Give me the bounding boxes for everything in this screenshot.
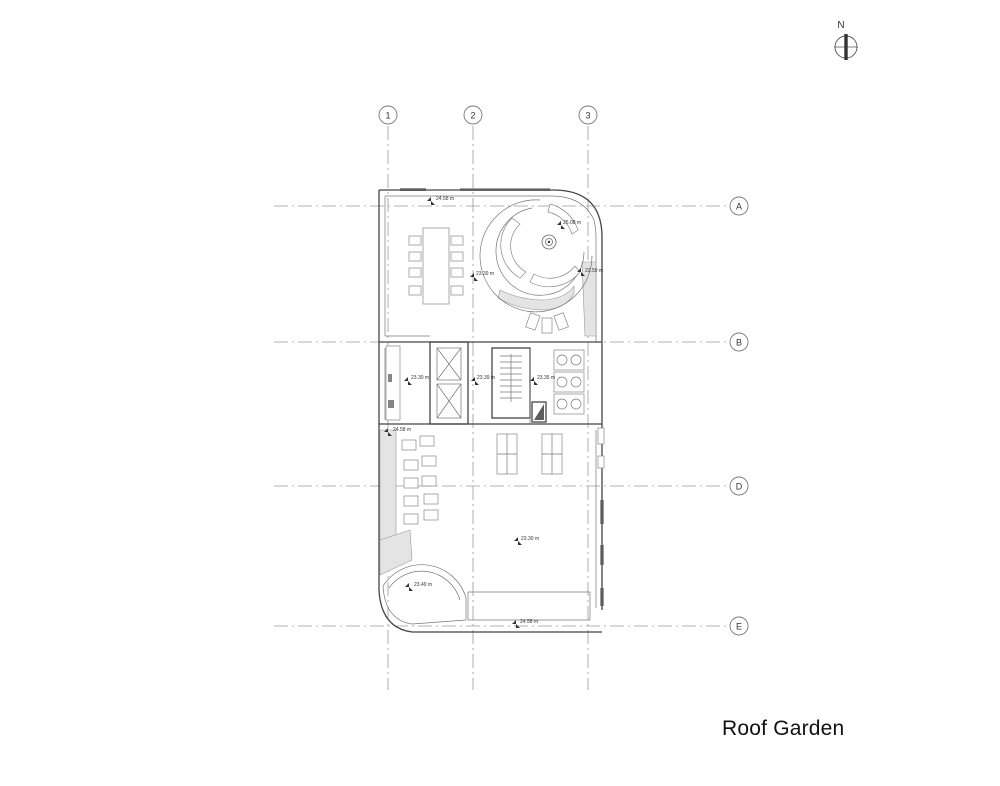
level-terrace-right-text: 22.50 m — [585, 268, 603, 274]
level-bottom-wall-text: 24.58 m — [520, 619, 538, 625]
planters — [379, 261, 597, 576]
grid-row-b-label: B — [736, 338, 742, 348]
round-garden — [382, 564, 467, 625]
dining-table — [408, 227, 464, 305]
level-marker-bottom-wall: 24.58 m — [512, 619, 538, 628]
grid-row-a-label: A — [736, 202, 742, 212]
north-arrow: N — [834, 20, 858, 60]
grid-row-d-label: D — [736, 482, 743, 492]
grid-bubble-row-a: A — [729, 196, 749, 216]
level-kitchen-text: 23.30 m — [411, 375, 429, 381]
level-marker-core-right: 23.35 m — [530, 375, 555, 385]
level-left-side-text: 24.58 m — [393, 427, 411, 433]
stair-treads — [500, 354, 522, 402]
level-marker-main-terrace: 23.30 m — [514, 536, 539, 545]
level-marker-left-side: 24.58 m — [384, 427, 411, 436]
level-marker-kitchen: 23.30 m — [404, 375, 429, 385]
grid-col-3-label: 3 — [585, 111, 590, 121]
level-marker-dining: 23.39 m — [470, 271, 494, 281]
level-top-wall-text: 24.58 m — [436, 196, 454, 202]
level-core-left-text: 23.39 m — [477, 375, 495, 381]
drawing-title: Roof Garden — [722, 717, 845, 740]
level-round-planter-text: 25.08 m — [563, 220, 581, 226]
equipment-units — [553, 349, 585, 415]
grid-bubble-row-e: E — [729, 616, 749, 636]
level-round-garden-text: 23.49 m — [414, 582, 432, 588]
kitchen-counter — [385, 345, 401, 421]
grid-bubble-row-d: D — [729, 476, 749, 496]
level-marker-core-left: 23.39 m — [471, 375, 495, 385]
level-markers: 24.58 m 25.08 m 22.50 m 23.39 m 23.30 m … — [384, 196, 603, 628]
grid-lines — [274, 126, 728, 690]
grid-row-e-label: E — [736, 622, 742, 632]
level-dining-text: 23.39 m — [476, 271, 494, 277]
level-marker-terrace-right: 22.50 m — [577, 268, 603, 276]
building-core — [429, 341, 547, 425]
grid-bubble-col-1: 1 — [378, 105, 398, 125]
grid-bubble-col-3: 3 — [578, 105, 598, 125]
grid-col-1-label: 1 — [385, 111, 390, 121]
grid-col-2-label: 2 — [470, 111, 475, 121]
level-marker-round-planter: 25.08 m — [557, 220, 581, 229]
game-tables — [496, 433, 563, 475]
level-main-terrace-text: 23.30 m — [521, 536, 539, 542]
sun-loungers — [401, 435, 439, 525]
grid-bubble-row-b: B — [729, 332, 749, 352]
north-label: N — [837, 20, 844, 31]
lounge-chairs — [525, 312, 569, 334]
building-outline — [378, 188, 605, 633]
level-marker-top-wall: 24.58 m — [427, 196, 454, 205]
level-core-right-text: 23.35 m — [537, 375, 555, 381]
level-marker-round-garden: 23.49 m — [405, 582, 432, 591]
round-seating-area — [479, 199, 593, 313]
grid-bubble-col-2: 2 — [463, 105, 483, 125]
north-arrow-needle-icon — [844, 34, 848, 60]
